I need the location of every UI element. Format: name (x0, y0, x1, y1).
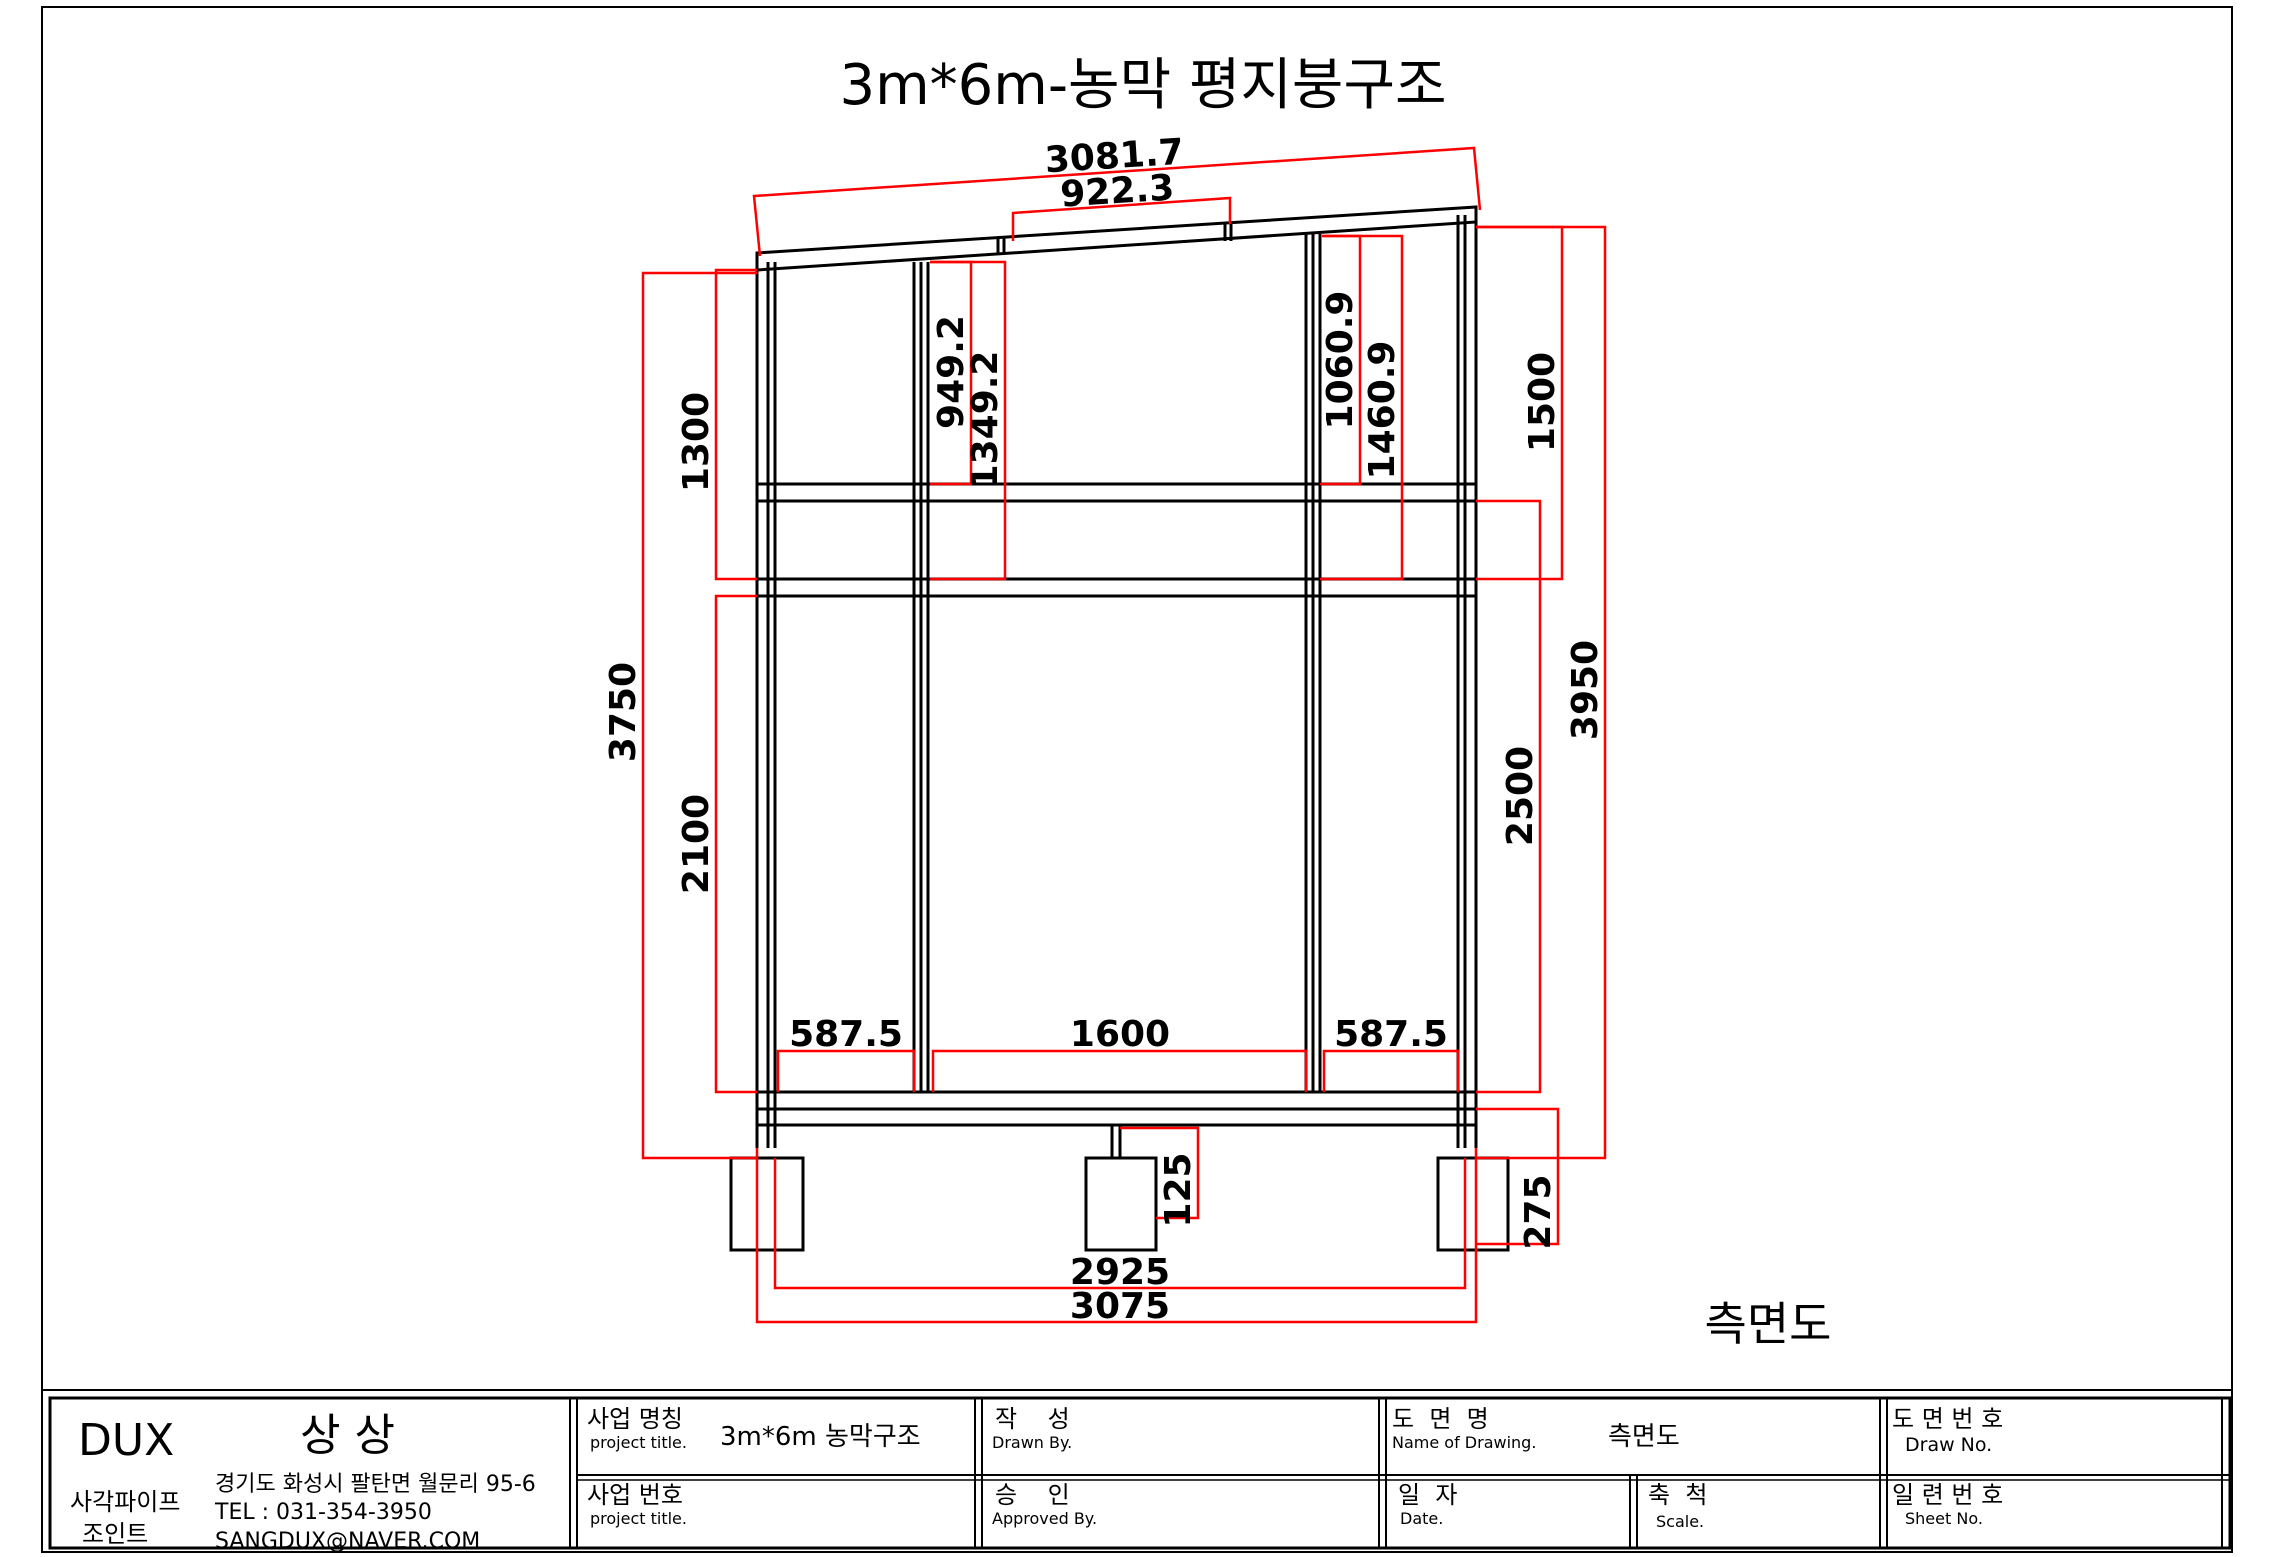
dim-left-post-1349: 1349.2 (965, 351, 1006, 490)
drawn-label: 작 성 (995, 1405, 1070, 1433)
sheet-no-label: 일 련 번 호 (1892, 1481, 2003, 1509)
dim-left-post-949: 949.2 (931, 315, 972, 429)
sheet-no-sub: Sheet No. (1905, 1509, 1983, 1528)
scale-sub: Scale. (1656, 1512, 1704, 1531)
company-brand: DUX (78, 1415, 174, 1466)
project-name-label: 사업 명칭 (587, 1405, 683, 1433)
dim-roof-span: 3081.7 (1044, 132, 1185, 182)
draw-no-label: 도 면 번 호 (1892, 1405, 2003, 1433)
company-email: SANGDUX@NAVER.COM (215, 1529, 480, 1554)
approved-sub: Approved By. (992, 1509, 1097, 1528)
drawing-name-label: 도 면 명 (1392, 1405, 1489, 1433)
dim-overall-right: 3950 (1565, 640, 1606, 740)
dim-base-outer: 3075 (1070, 1286, 1170, 1327)
company-sub1: 사각파이프 (70, 1488, 180, 1516)
title-block (42, 1389, 2232, 1550)
company-name: 상 상 (300, 1410, 395, 1461)
dim-right-1500: 1500 (1522, 352, 1563, 452)
project-name-value: 3m*6m 농막구조 (720, 1422, 921, 1452)
dim-footing-center: 125 (1158, 1152, 1199, 1227)
drawn-sub: Drawn By. (992, 1433, 1072, 1452)
drawing-name-sub: Name of Drawing. (1392, 1433, 1536, 1452)
draw-no-sub: Draw No. (1905, 1434, 1992, 1456)
dim-lower-right: 2500 (1500, 746, 1541, 846)
company-tel: TEL : 031-354-3950 (214, 1500, 432, 1525)
drawing-title: 3m*6m-농막 평지붕구조 (839, 53, 1446, 118)
date-label: 일 자 (1398, 1481, 1457, 1509)
project-no-label: 사업 번호 (587, 1481, 683, 1509)
drawing-name-value: 측면도 (1608, 1422, 1680, 1452)
view-label: 측면도 (1705, 1297, 1832, 1351)
dim-base-inner: 2925 (1070, 1252, 1170, 1293)
company-address: 경기도 화성시 팔탄면 월문리 95-6 (215, 1472, 536, 1497)
dim-right-post-1060: 1060.9 (1320, 291, 1361, 430)
dim-right-post-1460: 1460.9 (1362, 341, 1403, 480)
project-no-sub: project title. (590, 1509, 687, 1528)
dim-bay-right: 587.5 (1334, 1014, 1448, 1055)
company-sub2: 조인트 (82, 1520, 148, 1548)
dimension-lines (641, 146, 1607, 1324)
dim-overall-left: 3750 (603, 662, 644, 762)
date-sub: Date. (1400, 1509, 1443, 1528)
dim-ridge-segment: 922.3 (1059, 167, 1175, 215)
structure-frame (729, 205, 1510, 1252)
project-name-sub: project title. (590, 1433, 687, 1452)
sheet-border (41, 6, 2233, 1553)
dim-bay-center: 1600 (1070, 1014, 1170, 1055)
dim-bay-left: 587.5 (789, 1014, 903, 1055)
scale-label: 축 척 (1648, 1481, 1707, 1509)
dim-footing-right: 275 (1518, 1174, 1559, 1249)
approved-label: 승 인 (995, 1481, 1070, 1509)
dim-lower-left: 2100 (676, 794, 717, 894)
dim-left-1300: 1300 (676, 392, 717, 492)
